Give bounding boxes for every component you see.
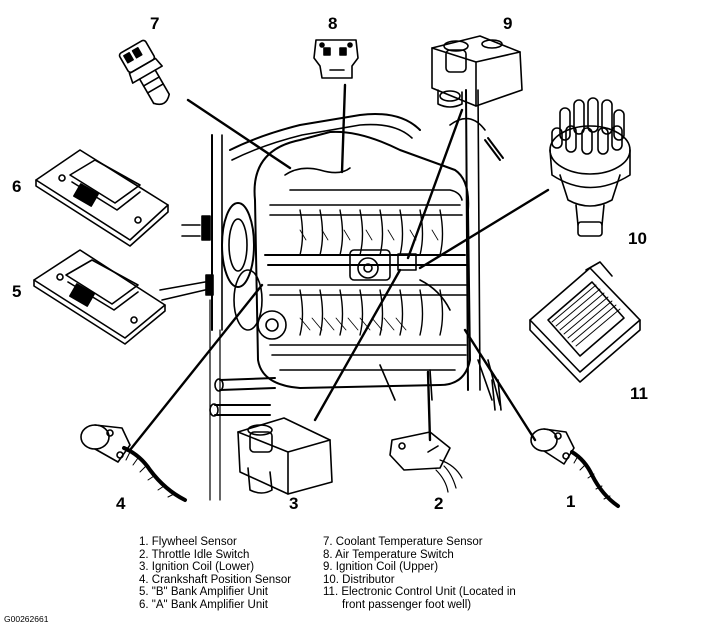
legend-item-9: 9. Ignition Coil (Upper) [323,561,439,574]
ignition-coil-upper [431,35,523,108]
legend-item-11-cont: front passenger foot well) [342,598,472,611]
electronic-control-unit [529,261,641,383]
callout-11: 11 [630,384,648,403]
callout-5: 5 [12,282,22,301]
legend-item-3: 3. Ignition Coil (Lower) [139,561,255,574]
crankshaft-position-sensor [80,424,187,502]
flywheel-sensor [530,428,620,508]
a-bank-amplifier-unit [35,149,169,247]
callout-6: 6 [12,177,22,196]
leader-lines [128,83,550,452]
engine-block [209,89,504,501]
callout-2: 2 [434,494,444,513]
legend-item-10: 10. Distributor [323,573,395,586]
callout-4: 4 [116,494,126,513]
callout-9: 9 [503,14,513,33]
ignition-coil-lower [237,417,333,495]
legend-item-6: 6. "A" Bank Amplifier Unit [139,598,268,611]
figure-code: G00262661 [4,614,49,624]
legend-item-2: 2. Throttle Idle Switch [139,548,250,561]
legend-item-7: 7. Coolant Temperature Sensor [323,536,483,548]
callout-3: 3 [289,494,299,513]
legend-left: 1. Flywheel Sensor 2. Throttle Idle Swit… [139,536,291,612]
connector-5 [205,274,214,296]
callout-7: 7 [150,14,160,33]
callout-10: 10 [628,229,647,248]
coolant-temperature-sensor [118,39,171,106]
legend-item-5: 5. "B" Bank Amplifier Unit [139,586,268,599]
legend-right: 7. Coolant Temperature Sensor 8. Air Tem… [323,536,516,612]
throttle-idle-switch [389,431,463,493]
connector-6 [201,215,211,241]
callout-8: 8 [328,14,338,33]
legend-item-1: 1. Flywheel Sensor [139,536,237,548]
legend-item-8: 8. Air Temperature Switch [323,548,454,561]
callout-1: 1 [566,492,576,511]
legend-item-11: 11. Electronic Control Unit (Located in [323,586,516,599]
distributor [549,97,631,237]
legend-item-4: 4. Crankshaft Position Sensor [139,573,292,586]
b-bank-amplifier-unit [33,249,166,345]
air-temperature-switch [313,39,359,79]
